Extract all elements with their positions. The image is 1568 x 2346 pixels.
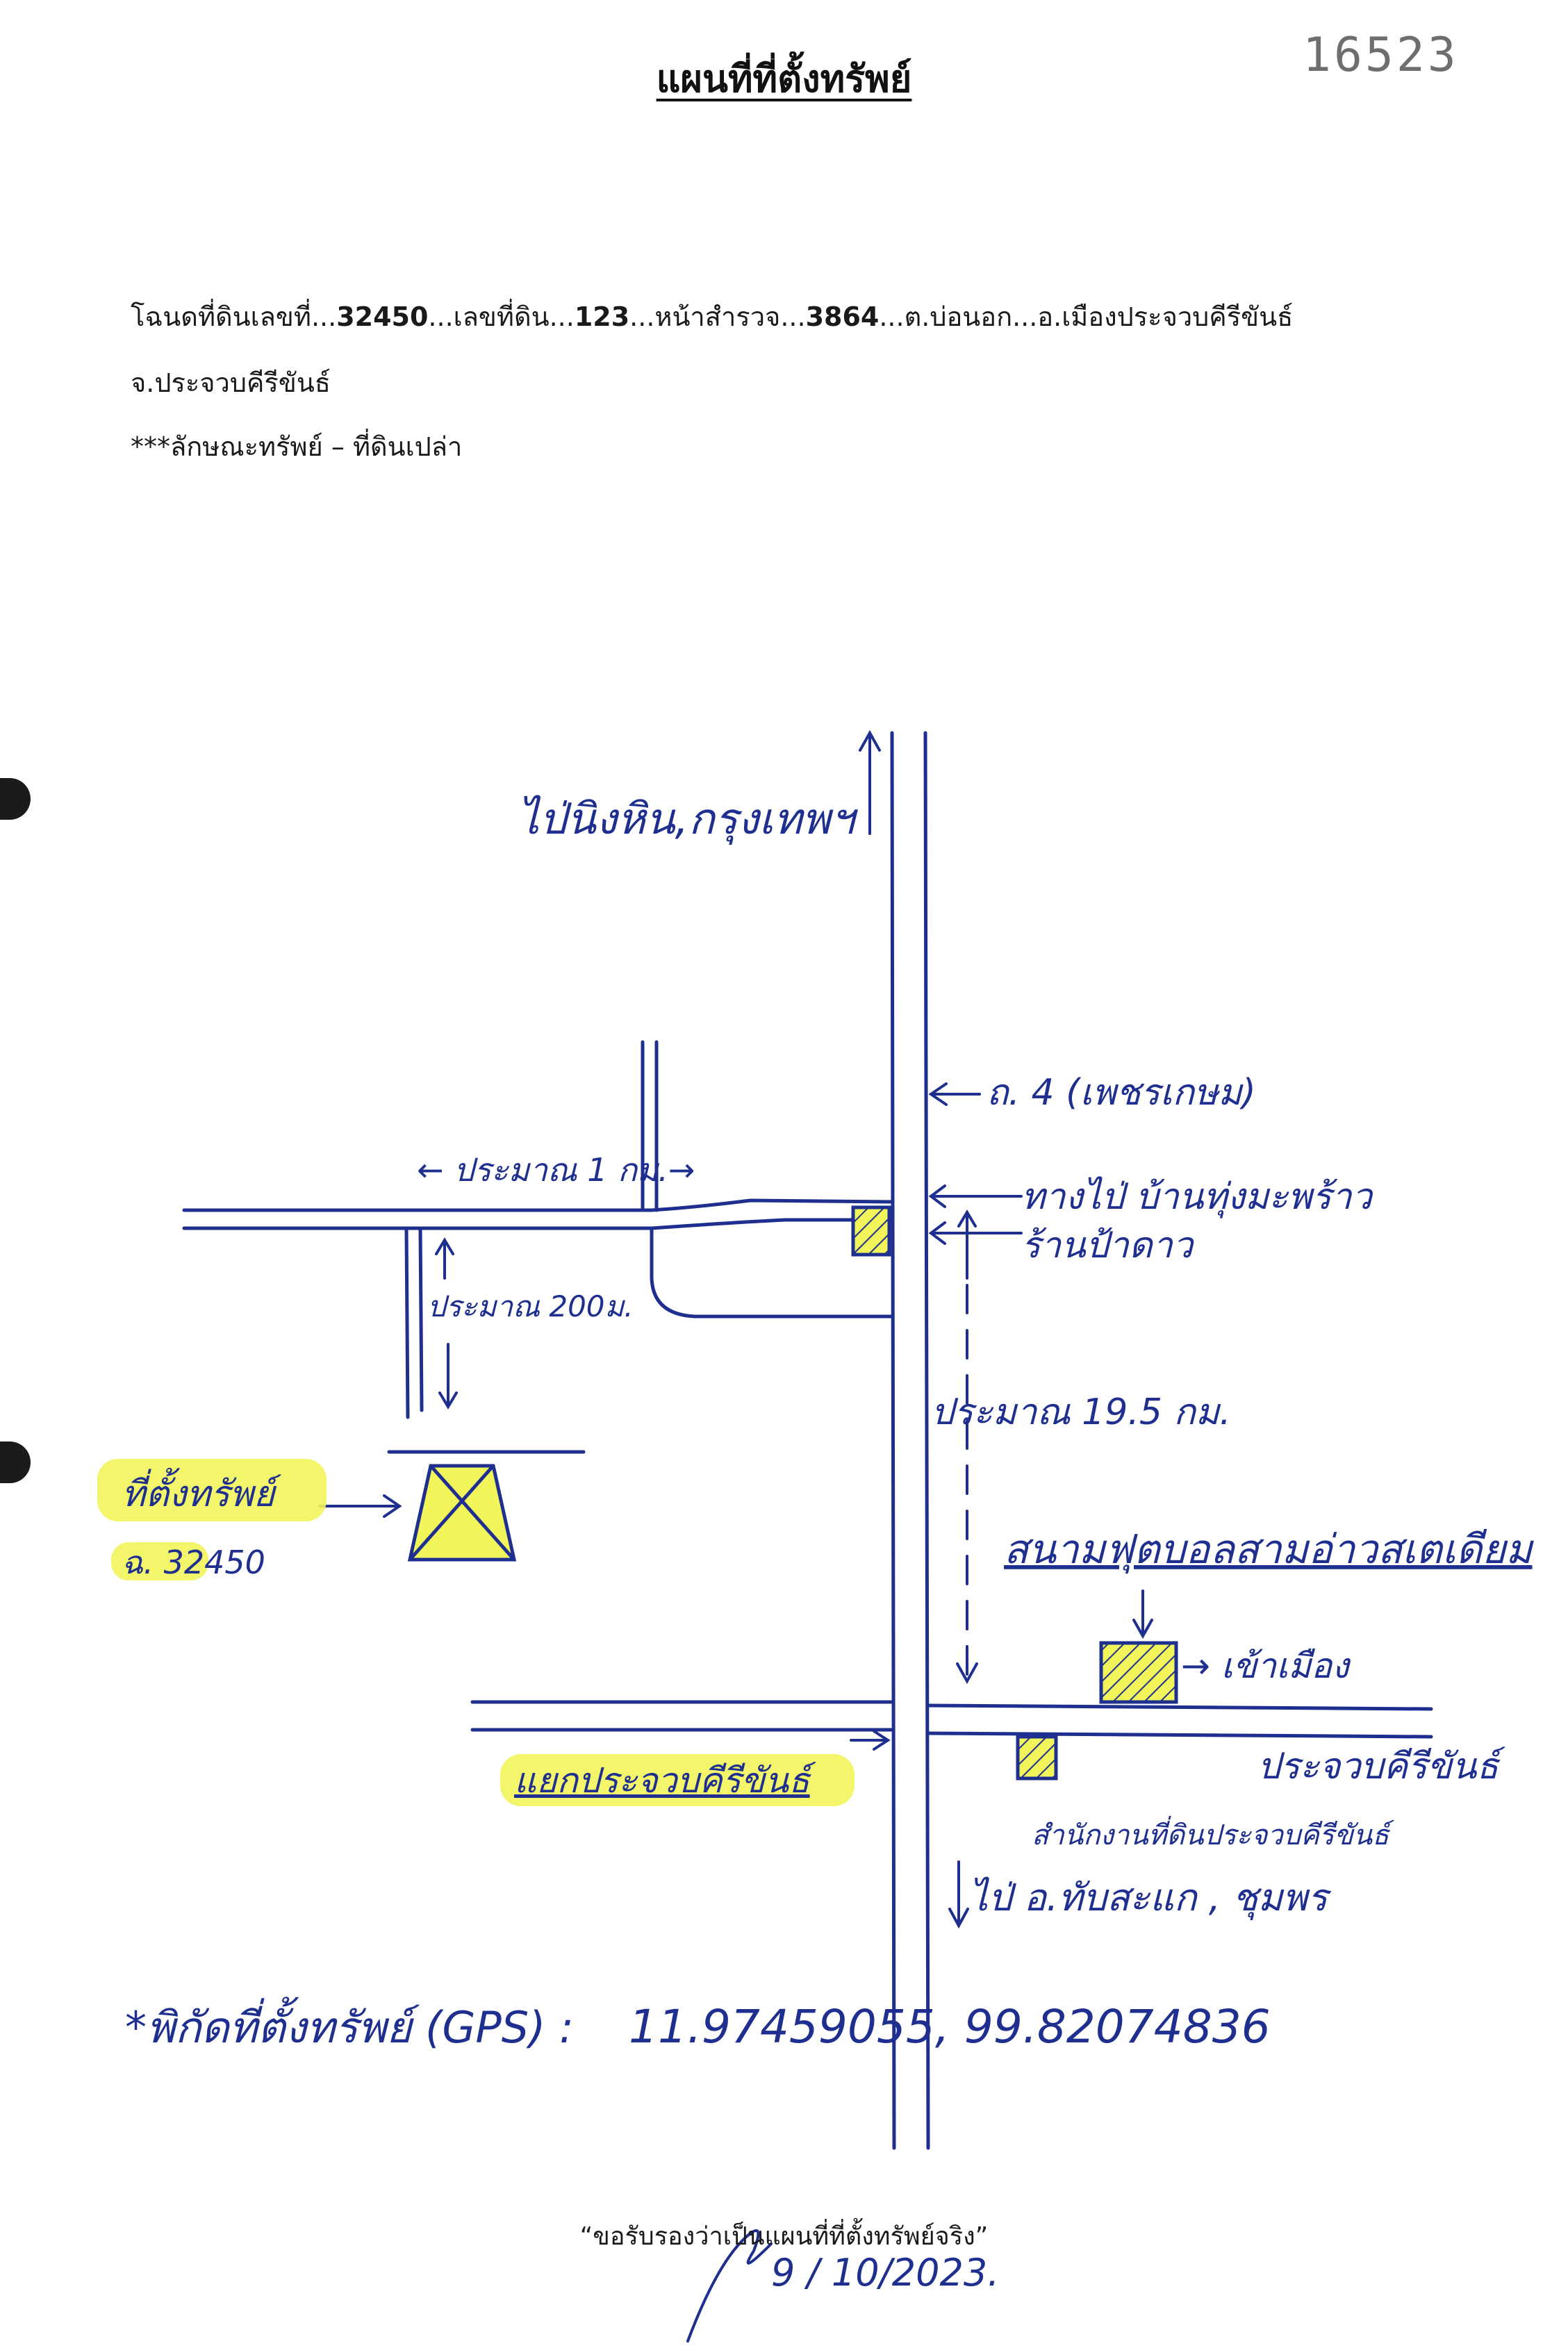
property-parcel-cross-1 bbox=[429, 1464, 515, 1561]
deed-text-c: ...หน้าสำรวจ... bbox=[629, 301, 806, 332]
highway-4-right-edge bbox=[923, 731, 930, 2150]
highlights bbox=[97, 1459, 855, 1806]
label-property: ที่ตั้งทรัพย์ bbox=[122, 1467, 281, 1515]
label-deed-no: ฉ. 32450 bbox=[122, 1544, 265, 1581]
property-label-highlight bbox=[97, 1459, 327, 1521]
page-title: แผนที่ที่ตั้งทรัพย์ bbox=[656, 57, 912, 101]
shop-pointer-2-head bbox=[928, 1221, 946, 1245]
property-road-left bbox=[404, 1226, 410, 1419]
parcels bbox=[407, 1205, 1178, 1781]
survey-page: 3864 bbox=[805, 301, 880, 332]
north-arrowhead bbox=[859, 729, 881, 752]
label-junction: แยกประจวบคีรีขันธ์ bbox=[514, 1760, 817, 1801]
land-number: 123 bbox=[574, 301, 630, 332]
deed-text-a: โฉนดที่ดินเลขที่... bbox=[131, 301, 337, 332]
roads bbox=[182, 731, 1433, 2150]
label-hwy4: ถ. 4 (เพชรเกษม) bbox=[987, 1072, 1256, 1114]
connector-road-bottom bbox=[650, 1218, 894, 1230]
deed-number: 32450 bbox=[336, 301, 429, 332]
junction-pointer-head bbox=[873, 1730, 891, 1751]
shop-pointer-1-head bbox=[928, 1184, 946, 1208]
label-to-bangkok: ไป่นิงหิน,กรุงเทพฯ bbox=[518, 793, 858, 845]
label-approx-19km: ประมาณ 19.5 กม. bbox=[931, 1391, 1231, 1433]
deed-line-3: ***ลักษณะทรัพย์ – ที่ดินเปล่า bbox=[131, 431, 463, 462]
deed-text-d: ...ต.บ่อนอก...อ.เมืองประจวบคีรีขันธ์ bbox=[879, 301, 1294, 332]
deed-line-2: จ.ประจวบคีรีขันธ์ bbox=[131, 367, 331, 398]
map-labels: ไป่นิงหิน,กรุงเทพฯ ถ. 4 (เพชรเกษม) ← ประ… bbox=[122, 793, 1534, 2054]
deed-text-b: ...เลขที่ดิน... bbox=[428, 301, 575, 332]
deed-label-highlight bbox=[111, 1542, 208, 1580]
property-pointer-head bbox=[383, 1494, 402, 1518]
shop-up-arrow-head bbox=[957, 1209, 977, 1228]
signed-date: 9 / 10/2023. bbox=[771, 2251, 999, 2295]
punch-hole-top bbox=[0, 778, 31, 820]
label-prachuap: ประจวบคีรีขันธ์ bbox=[1257, 1746, 1505, 1787]
certification-statement: “ขอรับรองว่าเป็นแผนที่ที่ตั้งทรัพย์จริง” bbox=[579, 2222, 989, 2251]
shop-parcel bbox=[851, 1205, 891, 1257]
south-arrowhead bbox=[948, 1908, 969, 1929]
junction-road-bottom-east bbox=[926, 1731, 1433, 1739]
bracket-200m-lower-head bbox=[438, 1391, 458, 1410]
land-office-parcel bbox=[1016, 1735, 1058, 1781]
junction-road-top-east bbox=[926, 1703, 1433, 1711]
label-to-chumphon: ไป่ อ.ทับสะแก , ชุมพร bbox=[969, 1876, 1332, 1921]
curve-road bbox=[650, 1226, 894, 1319]
stadium-down-arrowhead bbox=[1132, 1619, 1153, 1639]
property-parcel bbox=[407, 1464, 517, 1562]
connector-road-top bbox=[650, 1198, 894, 1212]
label-gps-value: 11.97459055, 99.82074836 bbox=[629, 2000, 1271, 2054]
junction-highlight bbox=[500, 1754, 855, 1806]
label-approx-1km: ← ประมาณ 1 กม.→ bbox=[417, 1151, 695, 1189]
label-stadium: สนามฟุตบอลสามอ่าวสเตเดียม bbox=[1004, 1526, 1534, 1574]
label-shop: ร้านป้าดาว bbox=[1021, 1225, 1195, 1266]
stadium-parcel bbox=[1099, 1641, 1178, 1704]
property-road-right bbox=[418, 1226, 424, 1412]
label-land-office: สำนักงานที่ดินประจวบคีรีขันธ์ bbox=[1032, 1815, 1394, 1851]
highway-4-left-edge bbox=[890, 731, 896, 2150]
hwy4-pointer-head bbox=[928, 1082, 948, 1106]
label-to-town: → เข้าเมือง bbox=[1181, 1646, 1351, 1686]
bracket-19km-head bbox=[956, 1662, 978, 1685]
label-approx-200m: ประมาณ 200ม. bbox=[427, 1289, 634, 1323]
reference-number: 16523 bbox=[1303, 28, 1459, 83]
deed-line-1: โฉนดที่ดินเลขที่...32450...เลขที่ดิน...1… bbox=[131, 295, 1293, 338]
punch-hole-bottom bbox=[0, 1442, 31, 1483]
label-gps: *พิกัดที่ตั้งทรัพย์ (GPS) : bbox=[125, 1997, 574, 2053]
bracket-200m-upper-head bbox=[435, 1237, 454, 1255]
property-parcel-cross-2 bbox=[408, 1464, 495, 1561]
arrows bbox=[318, 729, 1153, 1929]
label-to-ban-thung: ทางไป่ บ้านทุ่งมะพร้าว bbox=[1021, 1176, 1374, 1219]
